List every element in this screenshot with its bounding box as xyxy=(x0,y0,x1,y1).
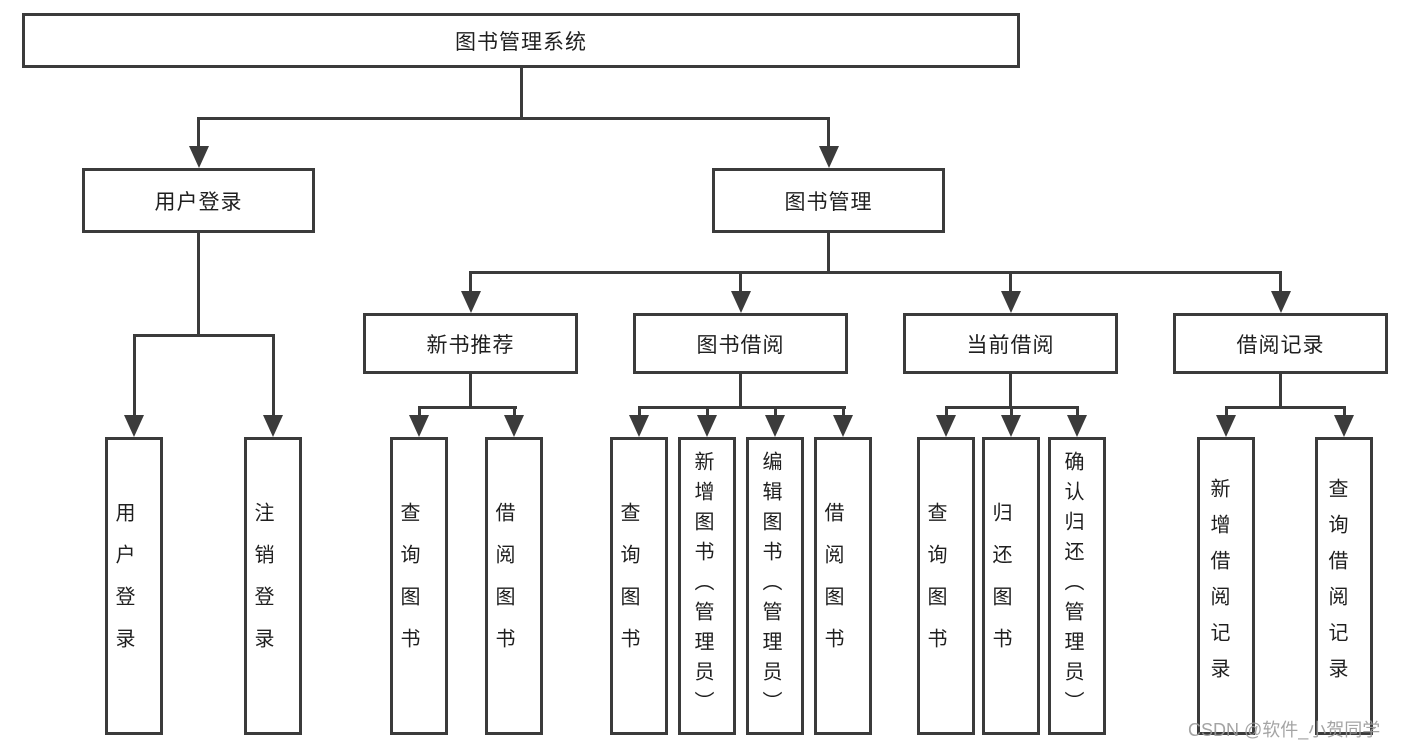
arrowhead-down-icon xyxy=(460,291,481,313)
arrowhead-down-icon xyxy=(936,415,956,437)
connector-newbook-hline xyxy=(417,406,517,409)
arrowhead-down-icon xyxy=(188,146,209,168)
connector-records-vline xyxy=(1279,374,1282,409)
arrowhead-down-icon xyxy=(1334,415,1354,437)
connector-userlogin-hline xyxy=(132,334,274,337)
node-label: 确认归还（管理员） xyxy=(1061,451,1083,721)
leaf-query-books-current: 查询图书 xyxy=(917,437,975,735)
leaf-query-books-newbook: 查询图书 xyxy=(390,437,448,735)
connector-stem xyxy=(841,406,845,419)
node-current-borrowing: 当前借阅 xyxy=(903,313,1118,374)
connector-bookborrow-hline xyxy=(637,406,846,409)
arrowhead-down-icon xyxy=(1216,415,1236,437)
node-label: 新增图书（管理员） xyxy=(691,451,713,721)
node-label: 图书管理系统 xyxy=(455,30,587,54)
leaf-add-borrow-record: 新增借阅记录 xyxy=(1197,437,1255,735)
connector-stem xyxy=(705,406,709,419)
node-label: 查询借阅记录 xyxy=(1325,478,1347,694)
arrowhead-down-icon xyxy=(1067,415,1087,437)
node-label: 图书管理 xyxy=(784,190,873,214)
arrowhead-down-icon xyxy=(1270,291,1291,313)
connector-stem xyxy=(944,406,948,419)
connector-stem xyxy=(1009,271,1012,295)
node-label: 查询图书 xyxy=(617,502,639,670)
connector-stem xyxy=(1342,406,1346,419)
arrowhead-down-icon xyxy=(504,415,524,437)
arrowhead-down-icon xyxy=(409,415,429,437)
node-borrowing-records: 借阅记录 xyxy=(1173,313,1388,374)
node-label: 借阅记录 xyxy=(1236,333,1325,357)
node-label: 查询图书 xyxy=(397,502,419,670)
connector-records-hline xyxy=(1224,406,1346,409)
node-label: 归还图书 xyxy=(989,502,1011,670)
arrowhead-down-icon xyxy=(629,415,649,437)
leaf-confirm-return-admin: 确认归还（管理员） xyxy=(1048,437,1106,735)
arrowhead-down-icon xyxy=(1000,291,1021,313)
csdn-watermark: CSDN @软件_小贺同学 xyxy=(1188,720,1381,740)
connector-stem xyxy=(1279,271,1282,295)
connector-newbook-vline xyxy=(469,374,472,409)
node-label: 新书推荐 xyxy=(426,333,515,357)
connector-stem xyxy=(1009,406,1013,419)
leaf-borrow-books-borrowing: 借阅图书 xyxy=(814,437,872,735)
connector-root-hline xyxy=(197,117,830,120)
leaf-user-login: 用户登录 xyxy=(105,437,163,735)
connector-userlogin-vline xyxy=(197,233,200,337)
node-label: 注销登录 xyxy=(251,502,273,670)
node-label: 借阅图书 xyxy=(492,502,514,670)
leaf-query-borrow-record: 查询借阅记录 xyxy=(1315,437,1373,735)
connector-currentborrow-vline xyxy=(1009,374,1012,409)
node-label: 图书借阅 xyxy=(696,333,785,357)
arrowhead-down-icon xyxy=(765,415,785,437)
leaf-return-books: 归还图书 xyxy=(982,437,1040,735)
connector-bookborrow-vline xyxy=(739,374,742,409)
connector-stem xyxy=(827,117,830,150)
node-root-book-management-system: 图书管理系统 xyxy=(22,13,1020,68)
node-book-borrowing: 图书借阅 xyxy=(633,313,848,374)
leaf-edit-book-admin: 编辑图书（管理员） xyxy=(746,437,804,735)
connector-stem xyxy=(1224,406,1228,419)
arrowhead-down-icon xyxy=(730,291,751,313)
arrowhead-down-icon xyxy=(818,146,839,168)
leaf-logout: 注销登录 xyxy=(244,437,302,735)
connector-bookmgmt-hline xyxy=(469,271,1282,274)
connector-stem xyxy=(1075,406,1079,419)
connector-bookmgmt-vline xyxy=(827,233,830,274)
connector-stem xyxy=(512,406,516,419)
arrowhead-down-icon xyxy=(124,415,144,437)
leaf-borrow-books-newbook: 借阅图书 xyxy=(485,437,543,735)
connector-stem xyxy=(197,117,200,150)
node-label: 借阅图书 xyxy=(821,502,843,670)
node-label: 用户登录 xyxy=(154,190,243,214)
connector-stem xyxy=(417,406,421,419)
arrowhead-down-icon xyxy=(833,415,853,437)
connector-stem xyxy=(271,334,275,419)
connector-stem xyxy=(132,334,136,419)
node-new-book-recommend: 新书推荐 xyxy=(363,313,578,374)
arrowhead-down-icon xyxy=(697,415,717,437)
node-label: 新增借阅记录 xyxy=(1207,478,1229,694)
arrowhead-down-icon xyxy=(1001,415,1021,437)
node-book-management: 图书管理 xyxy=(712,168,945,233)
leaf-add-book-admin: 新增图书（管理员） xyxy=(678,437,736,735)
node-label: 编辑图书（管理员） xyxy=(759,451,781,721)
connector-stem xyxy=(637,406,641,419)
connector-stem xyxy=(773,406,777,419)
node-label: 用户登录 xyxy=(112,502,134,670)
connector-root-vline xyxy=(519,66,523,119)
leaf-query-books-borrowing: 查询图书 xyxy=(610,437,668,735)
node-label: 查询图书 xyxy=(924,502,946,670)
connector-stem xyxy=(739,271,742,295)
node-label: 当前借阅 xyxy=(966,333,1055,357)
arrowhead-down-icon xyxy=(263,415,283,437)
connector-stem xyxy=(469,271,472,295)
node-user-login: 用户登录 xyxy=(82,168,315,233)
